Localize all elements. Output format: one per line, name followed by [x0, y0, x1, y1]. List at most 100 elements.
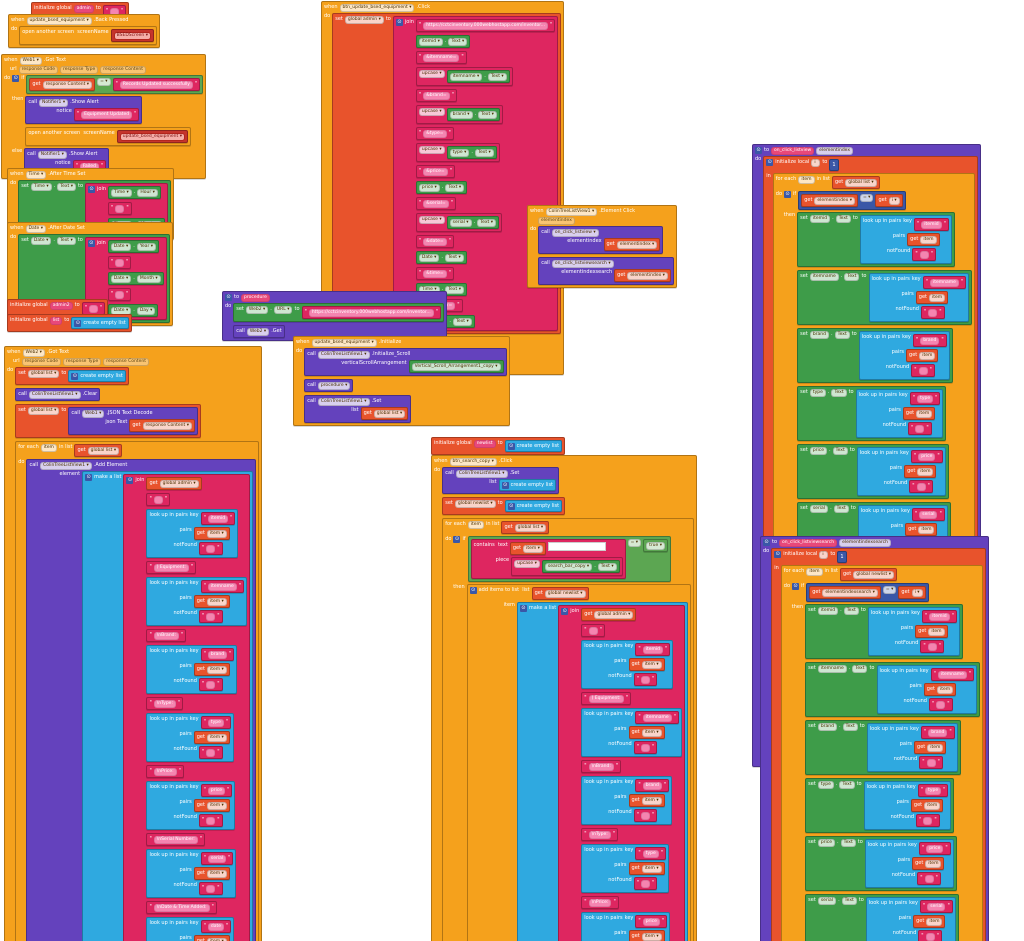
text-block[interactable]: "https://cctcinventory.000webhostapp.com… [415, 19, 556, 32]
dropdown-chip[interactable]: Text ▾ [448, 38, 468, 46]
dropdown-chip[interactable]: response Content ▾ [142, 422, 192, 430]
dropdown-chip[interactable]: price [207, 787, 226, 795]
upcase-block[interactable]: upcase ▾serial ▾.Text ▾ [415, 213, 502, 232]
dropdown-chip[interactable]: global newlist ▾ [853, 571, 894, 579]
dropdown-chip[interactable]: &price= [423, 168, 448, 176]
dropdown-chip[interactable]: type [925, 787, 942, 795]
dropdown-chip[interactable]: Year ▾ [136, 243, 157, 251]
dropdown-chip[interactable]: item ▾ [641, 865, 662, 873]
dropdown-chip[interactable]: response Content [100, 66, 147, 74]
dropdown-chip[interactable]: type [917, 395, 934, 403]
dropdown-chip[interactable]: price [918, 453, 936, 461]
dropdown-chip[interactable]: Time ▾ [111, 189, 132, 197]
dropdown-chip[interactable]: Time ▾ [30, 183, 52, 191]
dropdown-chip[interactable]: item ▾ [206, 666, 227, 674]
text-block[interactable]: "brand" [912, 334, 947, 347]
date-text-getter[interactable]: Date ▾.Text ▾ [415, 251, 467, 264]
upcase-block[interactable]: upcase ▾search_bar_copy ▾.Text ▾ [511, 557, 623, 576]
dropdown-chip[interactable]: itemid [929, 613, 950, 621]
dropdown-chip[interactable]: serial [809, 505, 829, 513]
dropdown-chip[interactable]: itemid [921, 221, 942, 229]
dropdown-chip[interactable]: = ▾ [882, 586, 897, 594]
dropdown-chip[interactable]: item ▾ [206, 530, 227, 538]
dropdown-chip[interactable]: Records Updated successfully [119, 81, 193, 89]
text-block[interactable]: "price" [918, 842, 951, 855]
true-block[interactable]: true ▾ [643, 539, 668, 552]
dropdown-chip[interactable]: Date ▾ [110, 275, 132, 283]
dropdown-chip[interactable]: admin [73, 5, 94, 13]
mutator-icon[interactable]: ⊙ [71, 373, 79, 380]
dropdown-chip[interactable]: Web2 ▾ [246, 328, 270, 336]
dropdown-chip[interactable]: global admin ▾ [344, 16, 384, 24]
mutator-icon[interactable]: ⊙ [395, 19, 403, 26]
mutator-icon[interactable]: ⊙ [561, 608, 569, 615]
text-block[interactable]: " " [107, 288, 132, 301]
text-block[interactable]: "\nType:" [581, 828, 619, 841]
dropdown-chip[interactable]: price [817, 839, 836, 847]
mutator-icon[interactable]: ⊙ [87, 240, 95, 247]
text-block[interactable]: "&date=" [415, 235, 454, 248]
text-block[interactable]: "\nBrand:" [581, 760, 622, 773]
dropdown-chip[interactable]: date [207, 923, 225, 931]
text-block[interactable]: " " [198, 678, 223, 691]
text-block[interactable]: "itemid" [921, 610, 957, 623]
dropdown-chip[interactable] [924, 875, 934, 883]
dropdown-chip[interactable]: Text ▾ [478, 111, 497, 119]
text-block[interactable]: " " [920, 640, 944, 653]
dropdown-chip[interactable] [206, 817, 216, 825]
dropdown-chip[interactable]: Notifier1 ▾ [38, 99, 69, 107]
number-block[interactable]: 1 [829, 159, 839, 171]
dropdown-chip[interactable]: update_bsed_equipment ▾ [311, 339, 377, 347]
dropdown-chip[interactable]: item [798, 176, 815, 184]
dropdown-chip[interactable]: Date ▾ [30, 237, 52, 245]
mutator-icon[interactable]: ⊙ [85, 474, 93, 481]
text-block[interactable]: "\nPrice:" [581, 896, 619, 909]
dropdown-chip[interactable]: price [642, 918, 660, 926]
dropdown-chip[interactable]: &brand= [423, 92, 450, 100]
dropdown-chip[interactable]: brand [642, 782, 662, 790]
dropdown-chip[interactable]: Web1 ▾ [19, 57, 42, 65]
dropdown-chip[interactable]: ColinTreeListView1 ▾ [317, 351, 370, 359]
dropdown-chip[interactable]: brand ▾ [449, 111, 473, 119]
dropdown-chip[interactable]: Text [852, 665, 868, 673]
text-block[interactable]: " " [908, 422, 932, 435]
dropdown-chip[interactable]: item [806, 568, 823, 576]
dropdown-chip[interactable]: Day ▾ [136, 307, 156, 315]
dropdown-chip[interactable]: btn_update_bsed_equipment ▾ [339, 4, 415, 12]
dropdown-chip[interactable]: brand [809, 331, 830, 339]
dropdown-chip[interactable] [588, 627, 598, 635]
dropdown-chip[interactable]: elementindex [538, 217, 575, 225]
mutator-icon[interactable]: ⊙ [74, 320, 82, 327]
dropdown-chip[interactable]: price ▾ [418, 184, 440, 192]
mutator-icon[interactable]: ⊙ [453, 536, 461, 543]
text-block[interactable]: " " [198, 746, 223, 759]
